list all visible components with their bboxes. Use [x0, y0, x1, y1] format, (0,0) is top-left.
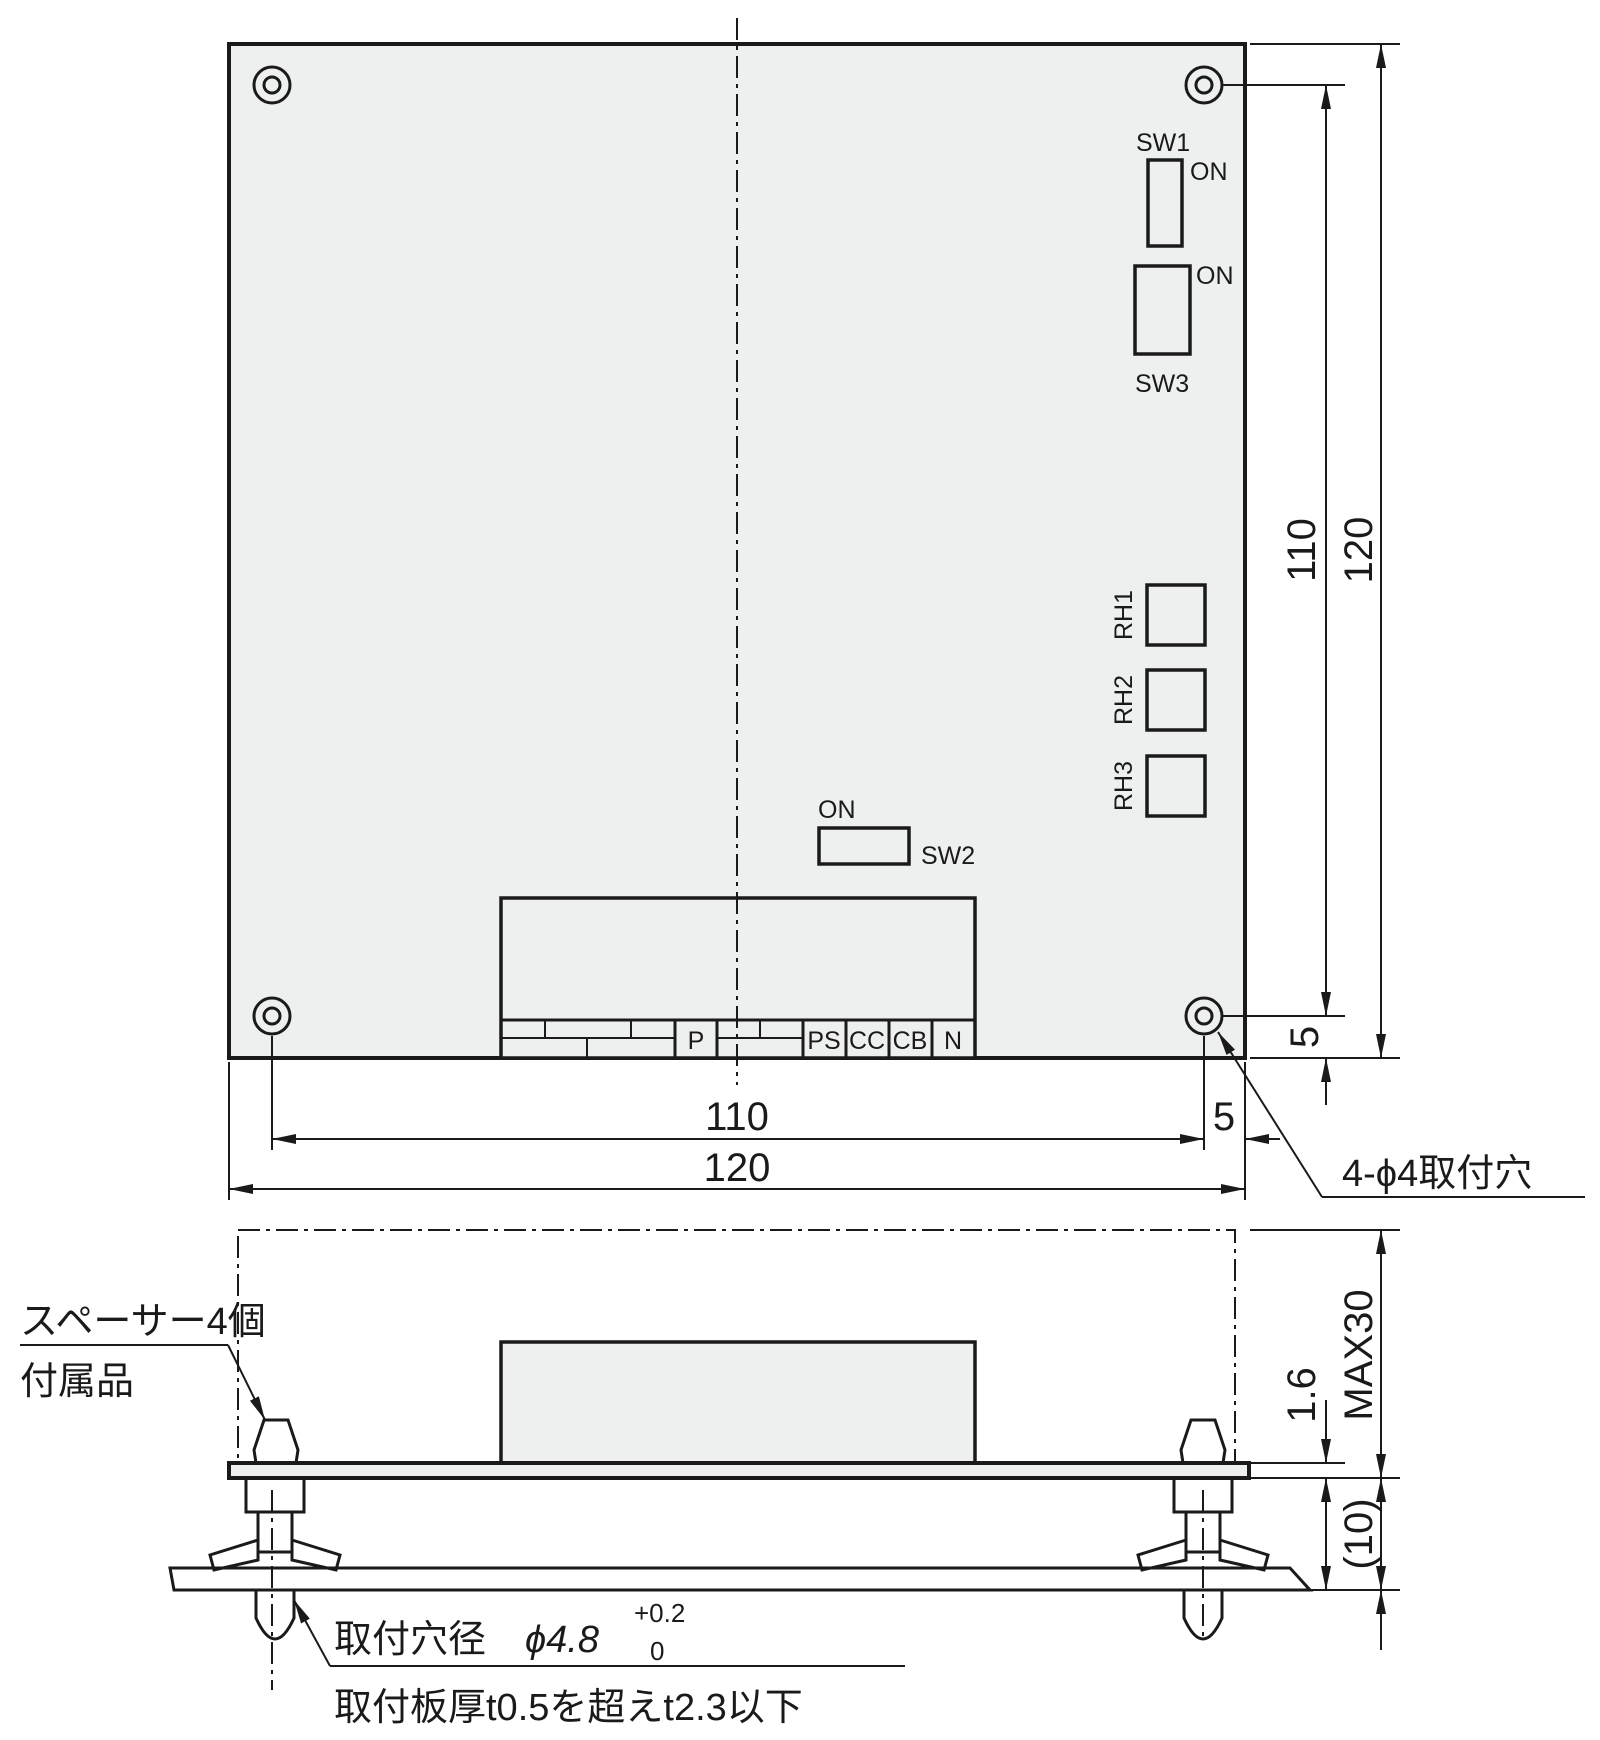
sw2-on-label: ON: [818, 796, 856, 824]
dim-height-total: 120: [1337, 517, 1381, 584]
terminal-n: N: [944, 1027, 962, 1055]
spacer-note-leader: [227, 1344, 266, 1421]
dim-height-offset: 5: [1283, 1026, 1327, 1048]
hole-tolerance-lower: 0: [650, 1636, 664, 1666]
pcb-side: [227, 1461, 1251, 1480]
switch-sw1: [1146, 158, 1184, 248]
hole-leader-line: [1217, 1031, 1323, 1198]
vertical-dimensions: [1222, 43, 1400, 1105]
mounting-plate: [168, 1566, 1314, 1592]
sw1-label: SW1: [1136, 129, 1190, 157]
plate-thickness-note: 取付板厚t0.5を超えt2.3以下: [334, 1687, 803, 1729]
terminal-cc: CC: [849, 1027, 885, 1055]
hole-tolerance-upper: +0.2: [634, 1598, 685, 1628]
spacer-left: [208, 1418, 342, 1690]
spacer-note-line2: 付属品: [20, 1361, 134, 1403]
sw3-on-label: ON: [1196, 262, 1234, 290]
dim-board-thickness: 1.6: [1280, 1367, 1324, 1423]
relay-rh1-label: RH1: [1110, 590, 1138, 640]
sw3-label: SW3: [1135, 370, 1189, 398]
mounting-hole-top-left: [252, 65, 292, 105]
spacer-right: [1136, 1418, 1270, 1641]
relay-rh3-label: RH3: [1110, 761, 1138, 811]
hole-diameter-label: 取付穴径: [334, 1619, 486, 1661]
dim-width-pitch: 110: [705, 1095, 769, 1139]
sw2-label: SW2: [921, 842, 975, 870]
top-view: SW1 ON ON SW3 RH1 RH2 RH3 ON SW2: [227, 18, 1585, 1200]
terminal-ps: PS: [807, 1027, 840, 1055]
horizontal-dimensions: [228, 1036, 1280, 1200]
dim-max-height: MAX30: [1337, 1289, 1381, 1420]
relay-rh1: [1145, 583, 1207, 647]
spacer-note-line1: スペーサー4個: [20, 1301, 266, 1343]
sw1-on-label: ON: [1190, 158, 1228, 186]
terminal-cb: CB: [893, 1027, 928, 1055]
dim-spacer-height: (10): [1337, 1498, 1381, 1569]
side-dimensions: [1250, 1229, 1400, 1650]
hole-diameter-value: ϕ4.8: [525, 1619, 599, 1661]
terminal-p: P: [688, 1027, 705, 1055]
hole-diameter-note-leader: [293, 1599, 331, 1667]
switch-sw2: [817, 826, 911, 866]
relay-rh2: [1145, 668, 1207, 732]
side-view: スペーサー4個 付属品 MAX30 1.6 (10) 取付穴径 ϕ4.8 +0.…: [20, 1229, 1400, 1729]
hole-note: 4-ϕ4取付穴: [1342, 1153, 1532, 1195]
dim-width-offset: 5: [1213, 1095, 1235, 1139]
relay-rh3: [1145, 754, 1207, 818]
relay-rh2-label: RH2: [1110, 675, 1138, 725]
mounting-hole-bottom-left: [252, 996, 292, 1036]
terminal-cells: [501, 1018, 975, 1058]
switch-sw3: [1133, 264, 1192, 356]
side-component: [499, 1340, 977, 1472]
dim-width-total: 120: [704, 1146, 771, 1190]
dim-height-pitch: 110: [1280, 518, 1324, 582]
